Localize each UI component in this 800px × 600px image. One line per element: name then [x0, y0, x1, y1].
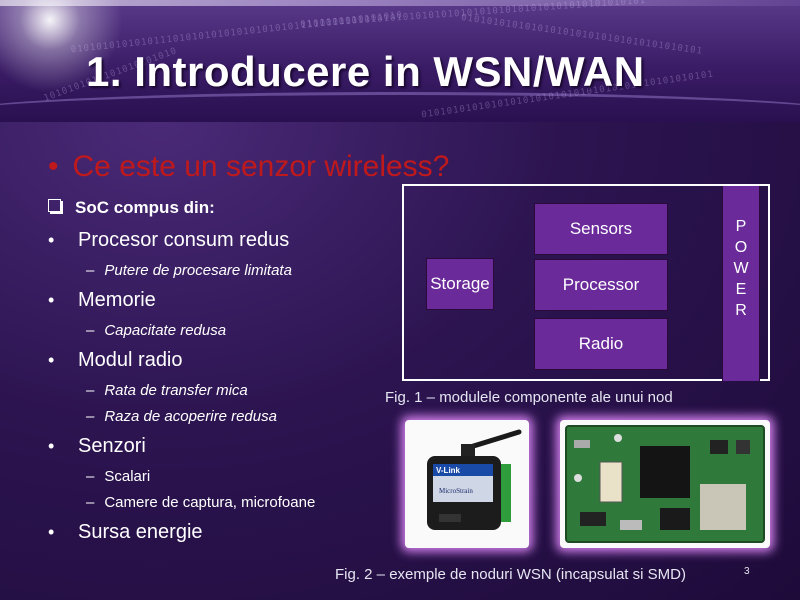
bullet-item: • Sursa energie	[48, 518, 398, 552]
dash-bullet: –	[86, 262, 95, 279]
sub-bullet-item: –Scalari	[48, 466, 398, 492]
bullet-dot: •	[48, 150, 59, 183]
bullet-label: Sursa energie	[78, 521, 203, 543]
radio-module: Radio	[534, 318, 668, 370]
sub-bullet-item: –Putere de procesare limitata	[48, 260, 398, 286]
bullet-label: Modul radio	[78, 349, 183, 371]
checkbox-bullet-icon	[48, 199, 61, 212]
smd-board-photo	[560, 420, 770, 548]
sub-bullet-label: Putere de procesare limitata	[104, 262, 292, 279]
sub-bullet-item: –Raza de acoperire redusa	[48, 406, 398, 432]
bullet-label: Senzori	[78, 435, 146, 457]
sub-bullet-label: Raza de acoperire redusa	[104, 408, 277, 425]
sub-bullet-label: Scalari	[104, 468, 151, 485]
bullet-dot: •	[48, 436, 55, 456]
bullet-dot: •	[48, 290, 55, 310]
bullet-dot: •	[48, 350, 55, 370]
figure-2-caption: Fig. 2 – exemple de noduri WSN (incapsul…	[335, 566, 686, 583]
light-glare	[0, 0, 140, 100]
dash-bullet: –	[86, 468, 95, 485]
slide-title: 1. Introducere in WSN/WAN	[86, 48, 645, 95]
soc-heading: SoC compus din:	[48, 196, 398, 226]
question-heading: •Ce este un senzor wireless?	[48, 150, 450, 183]
dash-bullet: –	[86, 382, 95, 399]
dash-bullet: –	[86, 408, 95, 425]
bullet-item: • Procesor consum redus	[48, 226, 398, 260]
bullet-item: • Senzori	[48, 432, 398, 466]
page-number: 3	[744, 566, 750, 577]
figure-1-caption: Fig. 1 – modulele componente ale unui no…	[385, 389, 673, 406]
bullet-label: Memorie	[78, 289, 156, 311]
sub-bullet-label: Rata de transfer mica	[104, 382, 248, 399]
bullet-item: • Memorie	[48, 286, 398, 320]
vlink-node-photo: V-Link MicroStrain	[405, 420, 529, 548]
vlink-brand: MicroStrain	[439, 487, 473, 495]
bullet-dot: •	[48, 230, 55, 250]
sub-bullet-label: Capacitate redusa	[104, 322, 227, 339]
bullet-dot: •	[48, 522, 55, 542]
sensors-module: Sensors	[534, 203, 668, 255]
bullet-list: SoC compus din: •Procesor consum redus–P…	[48, 196, 398, 552]
sub-bullet-item: –Rata de transfer mica	[48, 380, 398, 406]
bullet-label: Procesor consum redus	[78, 229, 290, 251]
slide-header: 0101010101010111010101010101010101011110…	[0, 0, 800, 122]
bullet-item: • Modul radio	[48, 346, 398, 380]
vlink-label: V-Link	[436, 466, 461, 475]
sub-bullet-item: –Camere de captura, microfoane	[48, 492, 398, 518]
storage-module: Storage	[426, 258, 494, 310]
dash-bullet: –	[86, 322, 95, 339]
sub-bullet-item: –Capacitate redusa	[48, 320, 398, 346]
sub-bullet-label: Camere de captura, microfoane	[104, 494, 316, 511]
dash-bullet: –	[86, 494, 95, 511]
processor-module: Processor	[534, 259, 668, 311]
